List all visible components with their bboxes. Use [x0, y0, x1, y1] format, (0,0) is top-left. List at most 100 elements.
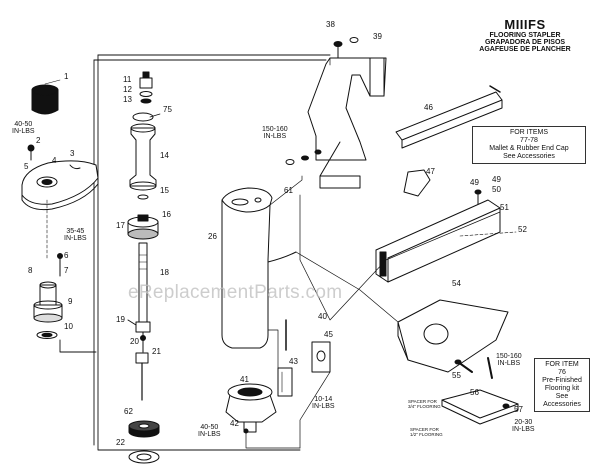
part-75-ring	[132, 112, 154, 122]
note-line: See	[555, 393, 569, 401]
note-line: Pre-Finished	[542, 377, 582, 385]
spacer-note-1-2: SPACER FOR 1/2" FLOORING	[410, 427, 443, 438]
torque-value: 150-160	[262, 126, 288, 133]
part-label-3: 3	[70, 149, 75, 158]
part-43-plate	[277, 367, 293, 397]
part-label-18: 18	[160, 268, 169, 277]
torque-unit: IN-LBS	[263, 133, 287, 141]
part-45-plate	[311, 341, 331, 373]
handle-assembly	[307, 37, 387, 189]
subtitle-en: FLOORING STAPLER	[489, 31, 561, 39]
part-label-46: 46	[424, 103, 433, 112]
part-label-2: 2	[36, 136, 41, 145]
part-label-39: 39	[373, 32, 382, 41]
part-21-guide	[135, 352, 149, 364]
part-19-pin	[127, 319, 137, 326]
part-label-42: 42	[230, 419, 239, 428]
part-label-26: 26	[208, 232, 217, 241]
part-label-7: 7	[64, 266, 69, 275]
part-51-magazine	[375, 199, 517, 283]
part-label-51: 51	[500, 203, 509, 212]
part-3-top-cap	[21, 160, 99, 211]
part-label-6: 6	[64, 251, 69, 260]
torque-unit: IN-LBS	[497, 360, 521, 368]
subtitle-fr: AGAFEUSE DE PLANCHER	[479, 46, 571, 54]
watermark: eReplacementParts.com	[128, 282, 343, 303]
torque-value: 150-160	[496, 353, 522, 360]
torque-value: 10-14	[314, 396, 333, 403]
part-label-5: 5	[24, 162, 29, 171]
part-46-rail	[395, 85, 503, 149]
part-label-56: 56	[470, 388, 479, 397]
part-label-19: 19	[116, 315, 125, 324]
part-label-75: 75	[163, 105, 172, 114]
note-items-77-78: FOR ITEMS 77-78 Mallet & Rubber End Cap …	[472, 126, 586, 165]
part-label-40: 40	[318, 312, 327, 321]
spacer-line: 3/4" FLOORING	[408, 403, 441, 409]
part-label-11: 11	[123, 75, 132, 84]
part-label-17: 17	[116, 221, 125, 230]
part-label-41: 41	[240, 375, 249, 384]
note-line: FOR ITEM	[545, 361, 579, 368]
torque-20-30: 20-30 IN-LBS	[512, 419, 535, 434]
part-label-1: 1	[64, 72, 69, 81]
note-line: Flooring kit	[544, 385, 580, 393]
part-56-spacer-plate	[441, 389, 519, 425]
torque-value: 40-50	[200, 424, 219, 431]
part-label-21: 21	[152, 347, 161, 356]
torque-value: 40-50	[14, 121, 33, 128]
part-label-45: 45	[324, 330, 333, 339]
part-22-washer	[128, 450, 160, 464]
torque-unit: IN-LBS	[312, 403, 335, 411]
part-55-screw	[454, 359, 473, 373]
part-label-8: 8	[28, 266, 33, 275]
part-label-13: 13	[123, 95, 132, 104]
part-41-base	[225, 383, 277, 433]
part-label-4: 4	[52, 156, 57, 165]
part-label-49a: 49	[470, 178, 479, 187]
torque-10-14: 10-14 IN-LBS	[312, 396, 335, 411]
part-12-o-ring	[139, 91, 153, 97]
leader-lines	[149, 57, 501, 449]
part-11-valve-cap	[139, 71, 153, 89]
torque-unit: IN-LBS	[64, 235, 87, 243]
spacer-line: SPACER FOR	[408, 399, 437, 404]
part-10-ring	[36, 331, 58, 339]
torque-value: 20-30	[514, 419, 533, 426]
part-label-61: 61	[284, 186, 293, 195]
torque-unit: IN-LBS	[512, 426, 535, 434]
part-26-body	[221, 187, 297, 349]
torque-40-50-top: 40-50 IN-LBS	[12, 121, 35, 136]
part-label-9: 9	[68, 297, 73, 306]
part-label-49b: 49	[492, 175, 501, 184]
part-label-50: 50	[492, 185, 501, 194]
spacer-line: SPACER FOR	[410, 427, 439, 432]
note-item-76: FOR ITEM 76 Pre-Finished Flooring kit Se…	[534, 358, 590, 413]
part-label-20: 20	[130, 337, 139, 346]
part-62-bumper	[128, 420, 160, 438]
part-label-55: 55	[452, 371, 461, 380]
part-15-o-ring	[137, 194, 149, 200]
note-line: See Accessories	[503, 153, 555, 161]
torque-150-160-right: 150-160 IN-LBS	[496, 353, 522, 368]
part-54-shoe	[397, 299, 509, 373]
note-line: Accessories	[543, 401, 581, 409]
part-label-57: 57	[514, 405, 523, 414]
diagram-header: MIIIFS FLOORING STAPLER GRAPADORA DE PIS…	[466, 18, 584, 54]
part-label-62: 62	[124, 407, 133, 416]
part-label-22: 22	[116, 438, 125, 447]
assembly-outline	[59, 54, 331, 451]
part-label-38: 38	[326, 20, 335, 29]
part-16-piston-head	[127, 214, 159, 240]
part-label-47: 47	[426, 167, 435, 176]
torque-unit: IN-LBS	[198, 431, 221, 439]
part-label-52: 52	[518, 225, 527, 234]
part-13-seal	[140, 98, 152, 104]
torque-unit: IN-LBS	[12, 128, 35, 136]
part-14-cylinder	[129, 123, 157, 191]
spacer-note-3-4: SPACER FOR 3/4" FLOORING	[408, 399, 441, 410]
part-label-14: 14	[160, 151, 169, 160]
note-line: 76	[558, 369, 566, 377]
spacer-line: 1/2" FLOORING	[410, 431, 443, 437]
